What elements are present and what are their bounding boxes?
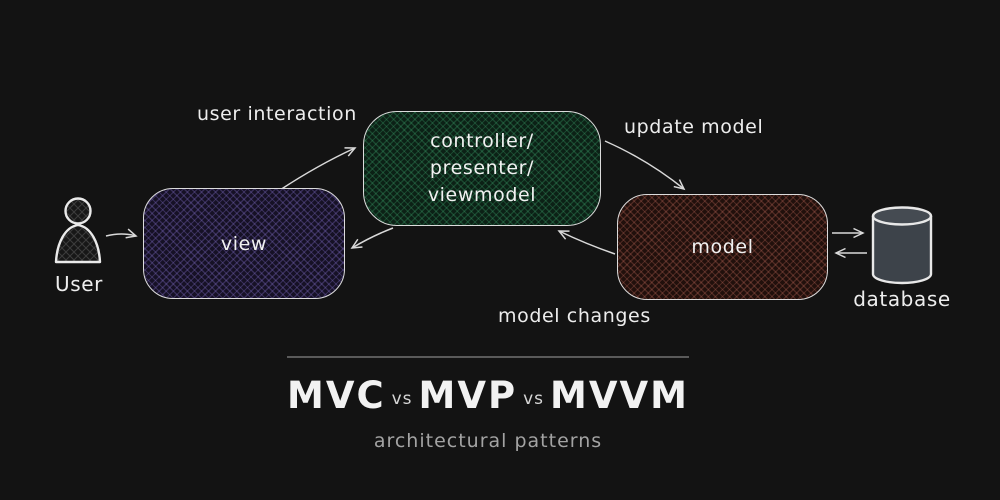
user-icon: [54, 197, 102, 264]
edge-label-user-interaction: user interaction: [197, 103, 357, 125]
arrow-controller-to-model: [604, 140, 686, 191]
arrow-view-to-controller: [279, 147, 357, 191]
view-label: view: [220, 232, 268, 255]
model-label: model: [691, 236, 754, 258]
title-vs-1: vs: [391, 388, 413, 409]
title-mvc: MVC: [287, 374, 386, 417]
controller-line-3: viewmodel: [427, 184, 537, 206]
arrow-controller-to-view: [350, 227, 394, 249]
controller-line-2: presenter/: [429, 157, 535, 179]
footer-subtitle: architectural patterns: [373, 430, 603, 452]
title-vs-2: vs: [523, 388, 545, 409]
node-view: view: [143, 188, 345, 299]
footer-title: MVC vs MVP vs MVVM: [287, 374, 689, 417]
node-model: model: [617, 194, 828, 300]
edge-label-update-model: update model: [624, 116, 764, 138]
controller-label: controller/ presenter/ viewmodel: [428, 128, 536, 209]
controller-line-1: controller/: [430, 130, 534, 152]
arrow-model-to-controller: [557, 230, 616, 255]
footer-divider: [287, 356, 689, 358]
user-label: User: [55, 272, 103, 296]
database-label: database: [853, 287, 951, 311]
arrow-user-to-view: [105, 228, 138, 239]
database-icon: [871, 206, 933, 285]
edge-label-model-changes: model changes: [498, 305, 651, 327]
title-mvvm: MVVM: [550, 374, 689, 417]
node-controller: controller/ presenter/ viewmodel: [363, 111, 601, 226]
title-mvp: MVP: [418, 374, 518, 417]
